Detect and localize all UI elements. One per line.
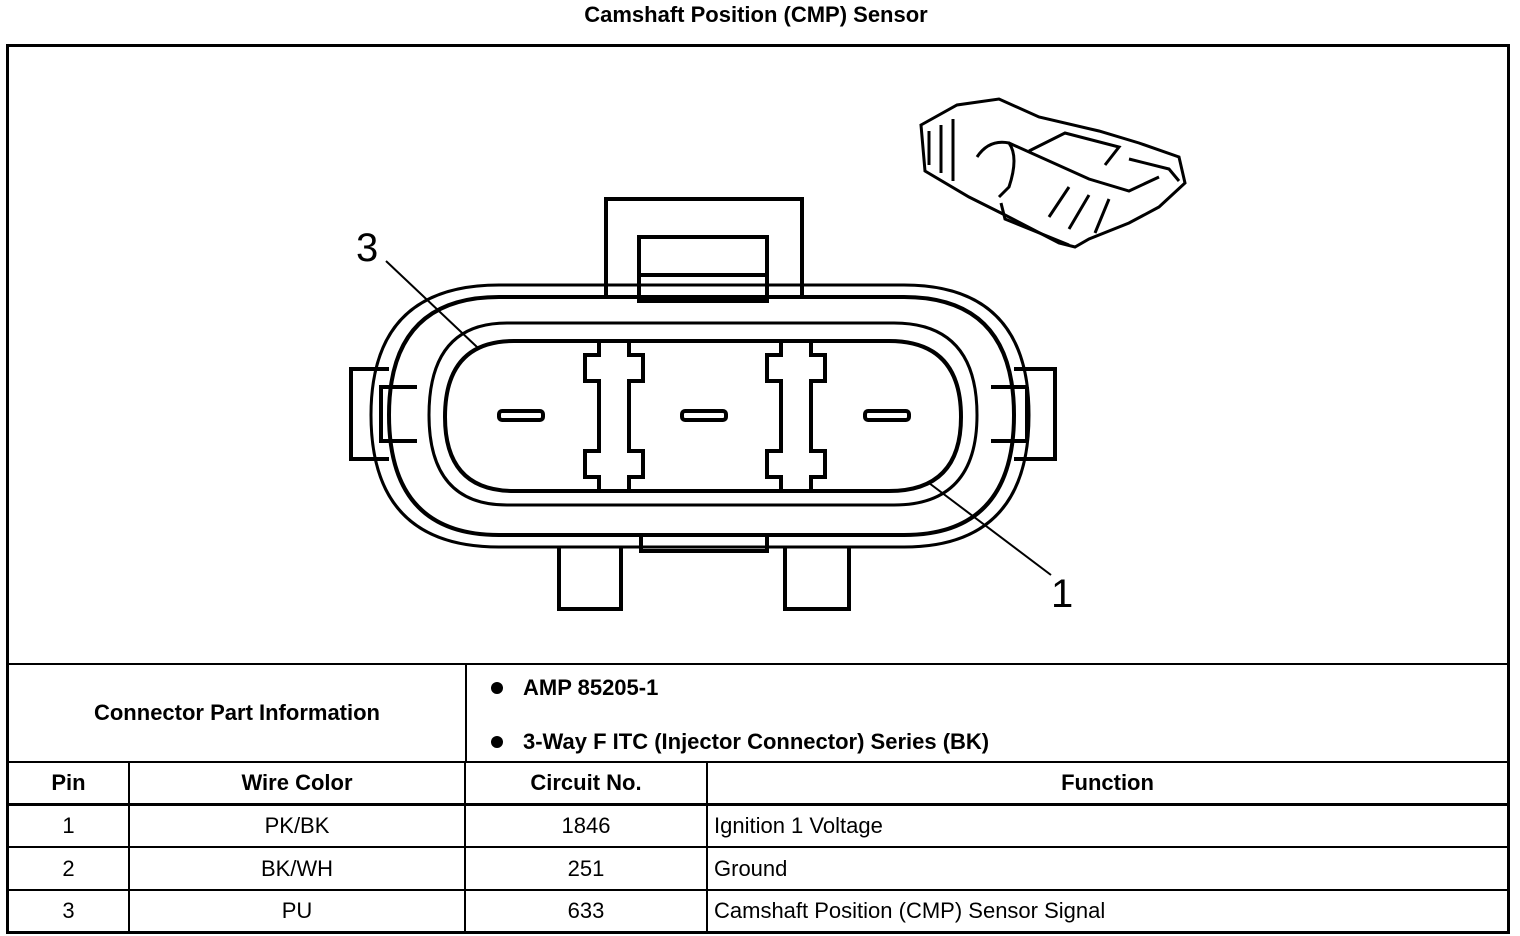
cell-pin: 1: [9, 803, 130, 849]
table-row: 3 PU 633 Camshaft Position (CMP) Sensor …: [9, 888, 1507, 931]
cell-circuit-no: 1846: [464, 803, 708, 849]
left-ear: [349, 367, 417, 461]
table-row: 1 PK/BK 1846 Ignition 1 Voltage: [9, 803, 1507, 849]
leader-line-3: [385, 260, 478, 348]
cell-circuit-no: 633: [464, 888, 708, 931]
connector-outer-housing: [604, 197, 804, 299]
connector-part-info: Connector Part Information AMP 85205-1 3…: [9, 665, 1507, 763]
cell-wire-color: PK/BK: [128, 803, 466, 849]
top-latch: [637, 235, 769, 303]
cell-function: Ignition 1 Voltage: [706, 803, 1507, 849]
connector-sheet: 3 1 Connector Part Information AMP 85205…: [6, 44, 1510, 934]
cell-wire-color: BK/WH: [128, 846, 466, 891]
connector-part-info-label: Connector Part Information: [9, 665, 467, 761]
page-title: Camshaft Position (CMP) Sensor: [584, 2, 928, 27]
part-series: 3-Way F ITC (Injector Connector) Series …: [523, 729, 990, 754]
terminal-slot-1: [863, 409, 911, 422]
callout-3: 3: [356, 226, 378, 270]
connector-part-info-list: AMP 85205-1 3-Way F ITC (Injector Connec…: [479, 665, 1499, 761]
terminal-slot-3: [497, 409, 545, 422]
bullet-icon: [491, 736, 503, 749]
cell-function: Ground: [706, 846, 1507, 891]
terminal-cavity: [442, 339, 964, 493]
leader-line-1: [928, 482, 1052, 576]
pinout-table: Pin Wire Color Circuit No. Function 1 PK…: [9, 763, 1507, 931]
outer-shell: [386, 295, 1017, 537]
terminal-slot-2: [680, 409, 728, 422]
cell-function: Camshaft Position (CMP) Sensor Signal: [706, 888, 1507, 931]
right-ear: [991, 367, 1057, 461]
connector-diagram: 3 1: [9, 47, 1507, 665]
header-pin: Pin: [9, 763, 130, 807]
part-info-item: AMP 85205-1: [479, 673, 658, 703]
part-number: AMP 85205-1: [523, 675, 659, 700]
divider-left: [583, 341, 645, 491]
cell-circuit-no: 251: [464, 846, 708, 891]
table-header-row: Pin Wire Color Circuit No. Function: [9, 763, 1507, 807]
header-wire-color: Wire Color: [128, 763, 466, 807]
bottom-key: [639, 533, 769, 553]
bottom-foot-right: [783, 547, 851, 611]
connector-face-drawing: 3 1: [349, 97, 1187, 616]
cell-pin: 2: [9, 846, 130, 891]
bottom-foot-left: [557, 547, 623, 611]
part-info-item: 3-Way F ITC (Injector Connector) Series …: [479, 727, 989, 757]
cell-pin: 3: [9, 888, 130, 931]
cell-wire-color: PU: [128, 888, 466, 931]
header-function: Function: [706, 763, 1507, 807]
callout-1: 1: [1051, 572, 1073, 616]
table-row: 2 BK/WH 251 Ground: [9, 846, 1507, 891]
divider-right: [765, 341, 827, 491]
bullet-icon: [491, 682, 503, 695]
connector-3d-illustration: [919, 97, 1187, 249]
header-circuit-no: Circuit No.: [464, 763, 708, 807]
inner-seal: [427, 321, 979, 507]
